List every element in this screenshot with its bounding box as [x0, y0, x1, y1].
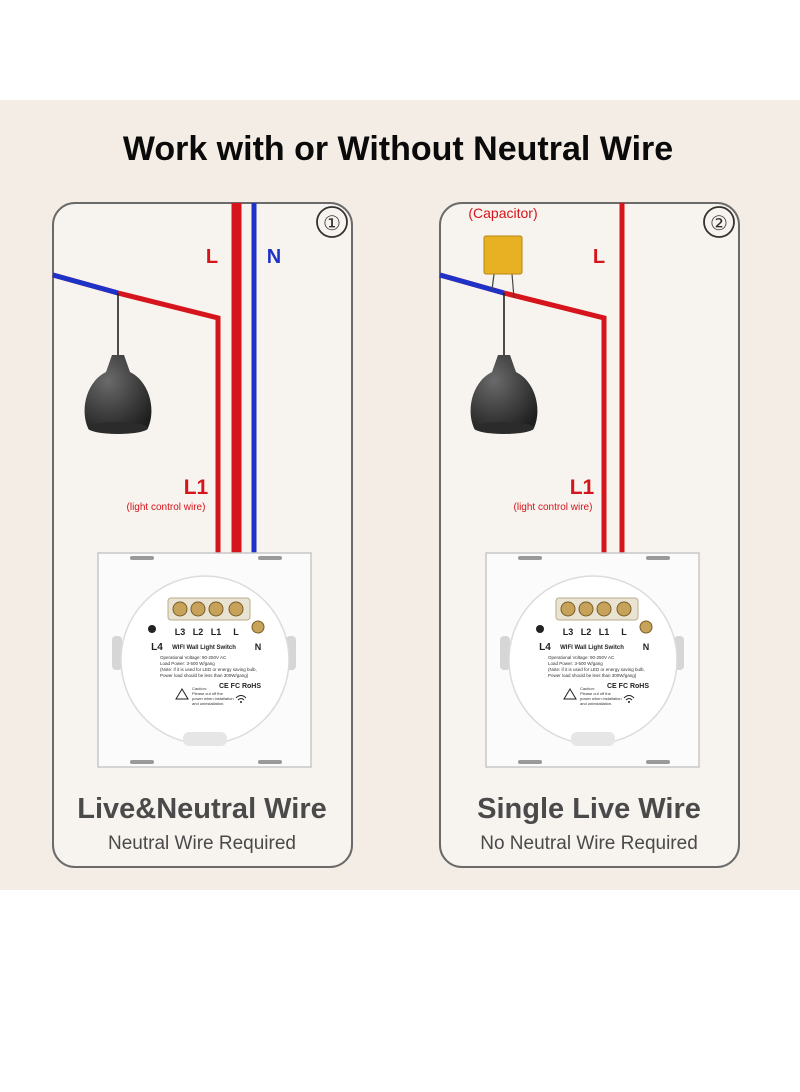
terminal-l2: L2	[193, 627, 204, 637]
switch-name: WIFI Wall Light Switch	[172, 645, 236, 651]
capacitor-lead	[511, 273, 515, 299]
terminal-l3: L3	[563, 627, 574, 637]
capacitor-lead	[491, 273, 495, 291]
cert-marks: CE FC RoHS	[607, 683, 649, 690]
terminal-l: L	[233, 627, 239, 637]
caution-line: power when installation	[192, 696, 234, 701]
live-wire-label: L	[593, 246, 605, 268]
panel-number-badge	[703, 206, 735, 238]
caution-line: and uninstallation.	[580, 701, 612, 706]
caution-line: Caution:	[580, 686, 595, 691]
caution-line: Please cut off the	[580, 691, 612, 696]
light-wire-label: L1	[184, 476, 209, 499]
capacitor-icon	[483, 235, 523, 275]
pendant-lamp-icon	[470, 355, 538, 434]
terminal-l2: L2	[581, 627, 592, 637]
light-wire-note: (light control wire)	[127, 502, 206, 513]
spec-line: Power load should be less than 300W/gang…	[548, 673, 637, 678]
light-wire-label: L1	[570, 476, 595, 499]
caution-line: Please cut off the	[192, 691, 224, 696]
panel-number: ①	[323, 213, 341, 235]
wall-switch: L3 L2 L1 L L4 N WIFI Wall Light Switch O…	[485, 552, 700, 768]
page-title: Work with or Without Neutral Wire	[123, 130, 673, 168]
terminal-l: L	[621, 627, 627, 637]
spec-line: (Note: if it is used for LED or energy s…	[548, 667, 645, 672]
terminal-l1: L1	[211, 627, 222, 637]
capacitor-label: (Capacitor)	[468, 205, 537, 221]
spec-line: (Note: if it is used for LED or energy s…	[160, 667, 257, 672]
spec-line: Operational Voltage: 90-250V AC	[160, 655, 227, 660]
panel-neutral: ① L N L1 (light control wire)	[52, 202, 353, 868]
live-wire-label: L	[206, 246, 218, 268]
terminal-l4: L4	[151, 642, 163, 653]
caution-line: and uninstallation.	[192, 701, 224, 706]
pendant-lamp-icon	[84, 355, 152, 434]
panel-subheading: No Neutral Wire Required	[480, 833, 698, 854]
panel-single-live: ② (Capacitor) L L1 (light control wire)	[439, 202, 740, 868]
caution-line: power when installation	[580, 696, 622, 701]
wifi-icon	[235, 695, 247, 701]
terminal-l3: L3	[175, 627, 186, 637]
spec-line: Operational Voltage: 90-250V AC	[548, 655, 615, 660]
terminal-l1: L1	[599, 627, 610, 637]
spec-line: Power load should be less than 300W/gang…	[160, 673, 249, 678]
lamp-neutral-wire	[52, 272, 119, 296]
light-wire-note: (light control wire)	[514, 502, 593, 513]
panel-number-badge	[316, 206, 348, 238]
warning-icon	[563, 688, 577, 700]
terminal-n: N	[255, 642, 262, 652]
wall-switch: L3 L2 L1 L L4 N WIFI Wall Light Switch O…	[97, 552, 312, 768]
lamp-return-wire	[439, 272, 505, 296]
terminal-n: N	[643, 642, 650, 652]
neutral-wire-label: N	[267, 246, 281, 268]
panel-heading: Single Live Wire	[477, 793, 701, 825]
spec-line: Load Power: 3-500 W/gang	[548, 661, 603, 666]
switch-name: WIFI Wall Light Switch	[560, 645, 624, 651]
spec-line: Load Power: 3-500 W/gang	[160, 661, 215, 666]
cert-marks: CE FC RoHS	[219, 683, 261, 690]
warning-icon	[175, 688, 189, 700]
wifi-icon	[623, 695, 635, 701]
panel-heading: Live&Neutral Wire	[77, 793, 327, 825]
panel-number: ②	[710, 213, 728, 235]
terminal-l4: L4	[539, 642, 551, 653]
panel-subheading: Neutral Wire Required	[108, 833, 296, 854]
caution-line: Caution:	[192, 686, 207, 691]
